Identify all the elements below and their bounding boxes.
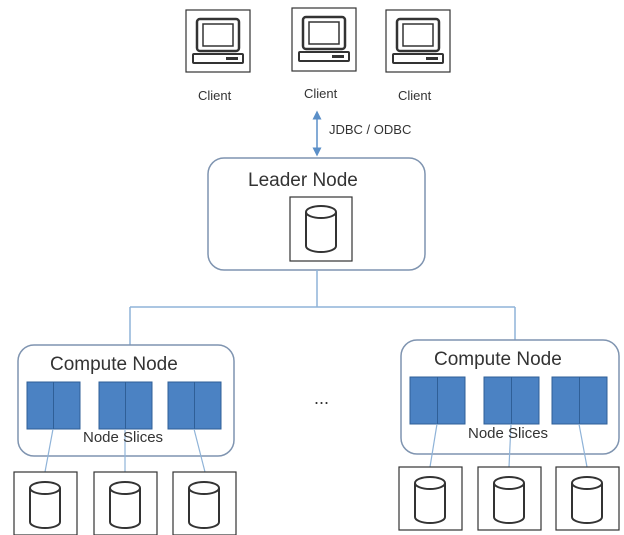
node-slice	[26, 381, 81, 430]
computer-icon	[392, 17, 444, 64]
client-label-2: Client	[304, 86, 338, 101]
leader-database	[289, 196, 353, 262]
client-label-1: Client	[198, 88, 232, 103]
database-icon	[29, 481, 61, 529]
connection-label: JDBC / ODBC	[329, 122, 412, 137]
storage-disk	[93, 471, 158, 535]
storage-disk	[172, 471, 237, 535]
node-slice	[551, 376, 608, 425]
node-slices-label-2: Node Slices	[468, 425, 549, 442]
database-icon	[305, 205, 337, 253]
storage-disk	[477, 466, 542, 531]
compute-node-title-2: Compute Node	[434, 349, 562, 370]
database-icon	[414, 476, 446, 524]
slice-storage-links-2	[429, 423, 588, 468]
computer-icon	[192, 17, 244, 64]
node-slice	[483, 376, 540, 425]
node-slice	[98, 381, 153, 430]
database-icon	[571, 476, 603, 524]
database-icon	[493, 476, 525, 524]
slice-storage-links-1	[44, 428, 206, 473]
node-slice	[409, 376, 466, 425]
compute-node-title-1: Compute Node	[50, 354, 178, 375]
database-icon	[109, 481, 141, 529]
storage-disk	[13, 471, 78, 535]
client-computer-2	[291, 7, 357, 72]
more-nodes-ellipsis: ...	[314, 388, 330, 408]
storage-disk	[398, 466, 463, 531]
node-slices-label-1: Node Slices	[83, 429, 164, 446]
storage-disk	[555, 466, 620, 531]
node-slices-1	[26, 381, 222, 430]
computer-icon	[298, 15, 350, 62]
client-computer-1	[185, 9, 251, 73]
node-slice	[167, 381, 222, 430]
client-computer-3	[385, 9, 451, 73]
leader-compute-connector	[129, 270, 516, 345]
node-slices-2	[409, 376, 608, 425]
leader-node-title: Leader Node	[248, 170, 358, 191]
database-icon	[188, 481, 220, 529]
client-label-3: Client	[398, 88, 432, 103]
